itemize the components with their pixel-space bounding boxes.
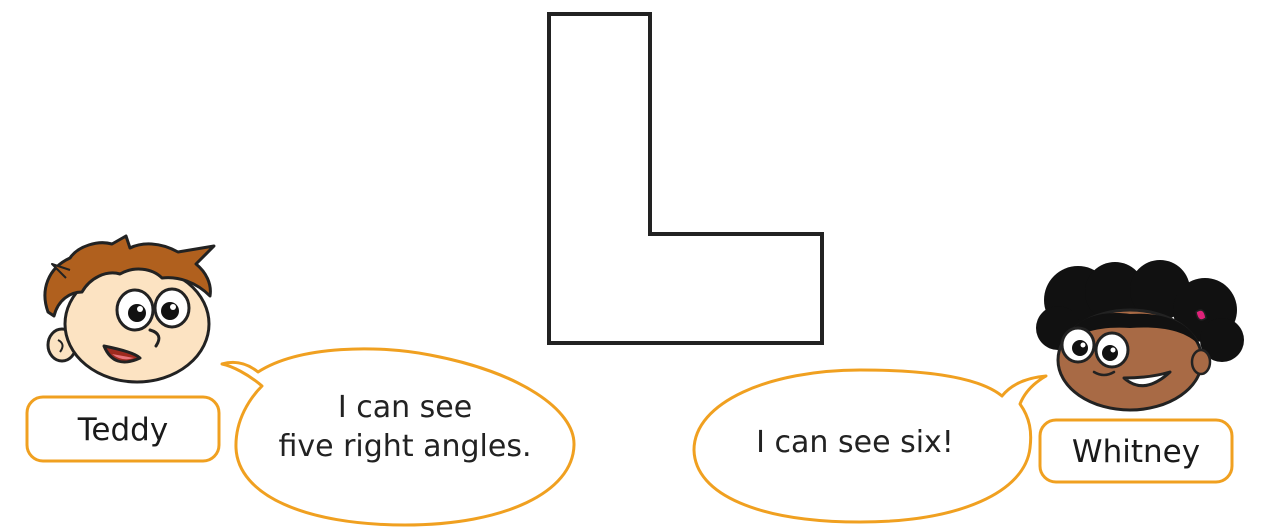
whitney-speech-bubble: [692, 368, 1048, 524]
boy-face-icon: [43, 234, 216, 384]
teddy-speech-line1: I can see: [338, 390, 472, 425]
whitney-name-box: [1038, 418, 1234, 484]
teddy-name-box: [25, 395, 221, 463]
girl-face-icon: [1036, 260, 1244, 412]
teddy-speech-line2: five right angles.: [278, 429, 531, 464]
whitney-speech-line1: I can see six!: [756, 425, 954, 460]
whitney-name-label: Whitney: [1072, 434, 1200, 470]
l-shape-outline: [547, 12, 824, 345]
teddy-speech-bubble: [220, 347, 576, 527]
teddy-name-label: Teddy: [77, 412, 168, 448]
